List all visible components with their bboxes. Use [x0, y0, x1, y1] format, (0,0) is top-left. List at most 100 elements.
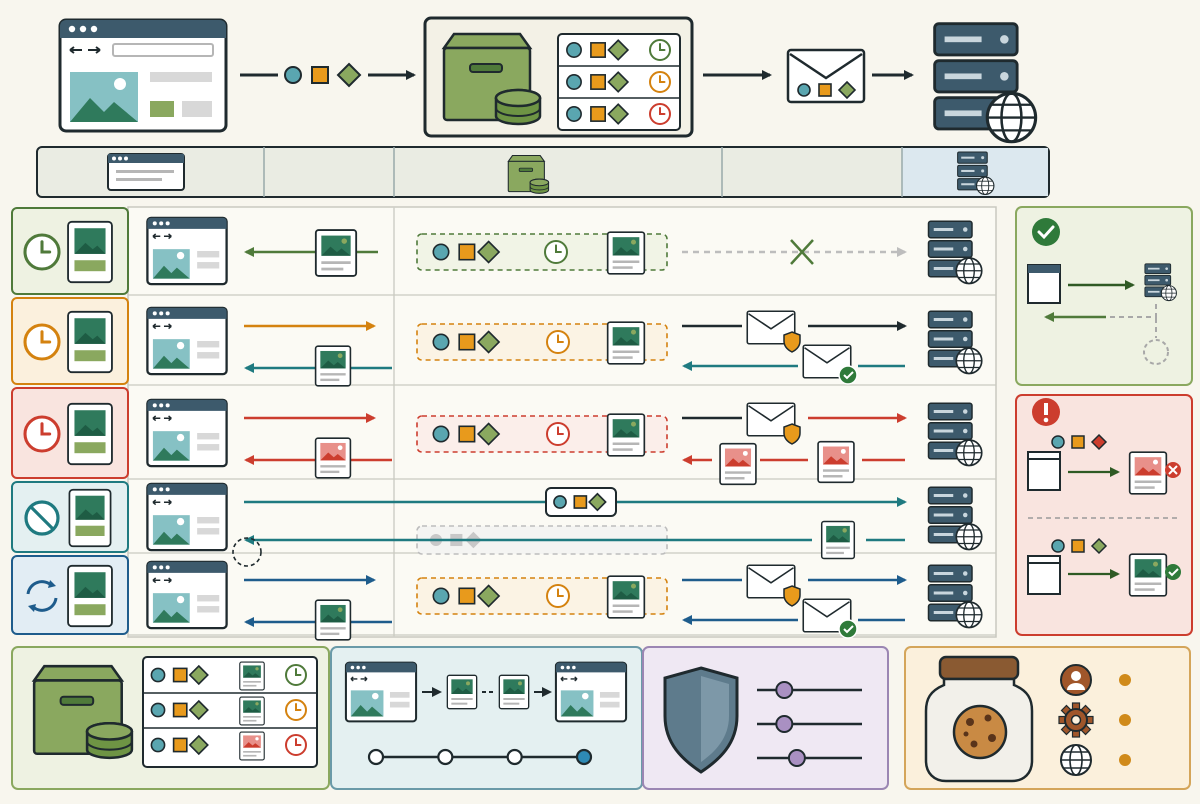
server-stack-icon — [932, 21, 1038, 144]
prohibited-icon — [24, 500, 60, 536]
settings-slider-icon[interactable] — [757, 715, 862, 733]
clock-icon — [285, 664, 307, 686]
error-panel — [1015, 394, 1193, 636]
clock-icon — [23, 323, 61, 361]
cached-document-icon — [606, 231, 646, 275]
clock-icon — [544, 240, 568, 264]
clock-icon — [546, 330, 570, 354]
row-status-panel — [11, 207, 129, 295]
header-cache-icon — [507, 154, 550, 195]
cache-lookup-box — [416, 577, 668, 615]
cache-entry-row — [558, 65, 680, 93]
timeline-step[interactable] — [367, 748, 385, 766]
cached-document-icon — [314, 229, 358, 277]
shield-badge-icon — [783, 585, 801, 607]
cached-document-icon — [314, 599, 352, 641]
request-token-pill — [545, 487, 617, 517]
swimlane-row-no-store — [11, 481, 996, 560]
lane-header-bar — [36, 146, 1050, 198]
browser-icon — [58, 18, 228, 133]
gear-icon — [1058, 702, 1094, 738]
cached-document-icon — [606, 575, 646, 619]
clock-icon — [649, 71, 671, 93]
swimlane-row-expired — [11, 387, 996, 486]
timeline-step[interactable] — [437, 748, 454, 766]
browser-window-icon — [146, 482, 228, 552]
cookie-jar-icon — [924, 655, 1034, 783]
browser-window-icon — [1027, 264, 1061, 304]
swimlane-row-refresh — [11, 537, 996, 641]
fresh-hit-panel — [1015, 206, 1193, 386]
cookie-storage-panel — [904, 646, 1191, 790]
globe-icon — [1060, 744, 1092, 776]
shield-icon — [663, 666, 739, 774]
envelope-icon — [746, 310, 801, 353]
request-tokens — [284, 62, 362, 88]
cached-document-icon — [67, 220, 113, 284]
cached-document-icon — [817, 440, 855, 484]
request-tokens — [553, 492, 607, 512]
row-status-panel — [11, 555, 129, 635]
cookie-value-dot — [1119, 714, 1131, 726]
clock-icon — [546, 584, 570, 608]
request-tokens — [150, 734, 209, 756]
row-status-panel — [11, 297, 129, 385]
cache-contents-panel — [11, 646, 330, 790]
cache-entry-row — [150, 661, 307, 691]
clock-icon — [23, 233, 61, 271]
browser-window-icon — [146, 398, 228, 468]
settings-slider-icon[interactable] — [757, 749, 862, 767]
row-status-panel — [11, 387, 129, 479]
request-tokens — [432, 584, 501, 608]
browser-window-icon — [146, 216, 228, 286]
clock-icon — [546, 422, 570, 446]
cached-document-icon — [820, 520, 856, 560]
envelope-icon — [746, 564, 801, 607]
exclamation-icon — [1032, 398, 1060, 426]
swimlane-row-fresh — [11, 207, 996, 296]
cached-document-icon — [67, 310, 113, 374]
request-tokens — [566, 103, 630, 125]
envelope-icon — [802, 344, 858, 385]
cached-document-icon — [68, 488, 112, 548]
check-icon — [1032, 218, 1060, 246]
x-mark-icon — [1165, 462, 1181, 478]
clock-icon — [285, 699, 307, 721]
settings-slider-icon[interactable] — [757, 681, 862, 699]
cached-document-icon — [239, 661, 265, 691]
cache-entry-row — [143, 727, 317, 761]
swimlane-row-stale-revalidate — [11, 297, 996, 387]
cache-lookup-box — [416, 323, 668, 361]
cached-document-icon — [239, 731, 265, 761]
request-tokens — [150, 664, 209, 686]
request-tokens — [432, 330, 501, 354]
envelope-icon — [802, 598, 858, 639]
row-status-panel — [11, 481, 129, 553]
cache-lookup-box — [416, 233, 668, 271]
x-mark-icon — [790, 239, 814, 265]
navigation-timeline-panel — [330, 646, 643, 790]
cookie-value-dot — [1119, 674, 1131, 686]
shield-badge-icon — [783, 423, 801, 445]
cached-document-icon — [67, 402, 113, 466]
cache-entry-table — [557, 33, 681, 131]
timeline-step[interactable] — [575, 748, 593, 766]
check-icon — [838, 365, 858, 385]
request-tokens — [566, 71, 630, 93]
cache-lookup-box — [416, 415, 668, 453]
cached-document-icon — [719, 442, 757, 486]
browser-window-icon — [146, 560, 228, 630]
clock-icon — [285, 734, 307, 756]
check-icon — [838, 619, 858, 639]
timeline-step[interactable] — [506, 748, 523, 766]
request-tokens — [432, 240, 501, 264]
shield-badge-icon — [783, 331, 801, 353]
clock-icon — [649, 103, 671, 125]
browser-window-icon — [146, 306, 228, 376]
cached-document-icon — [67, 564, 113, 628]
cached-document-icon — [314, 437, 352, 479]
cache-entry-row — [566, 39, 671, 61]
cached-document-icon — [606, 321, 646, 365]
